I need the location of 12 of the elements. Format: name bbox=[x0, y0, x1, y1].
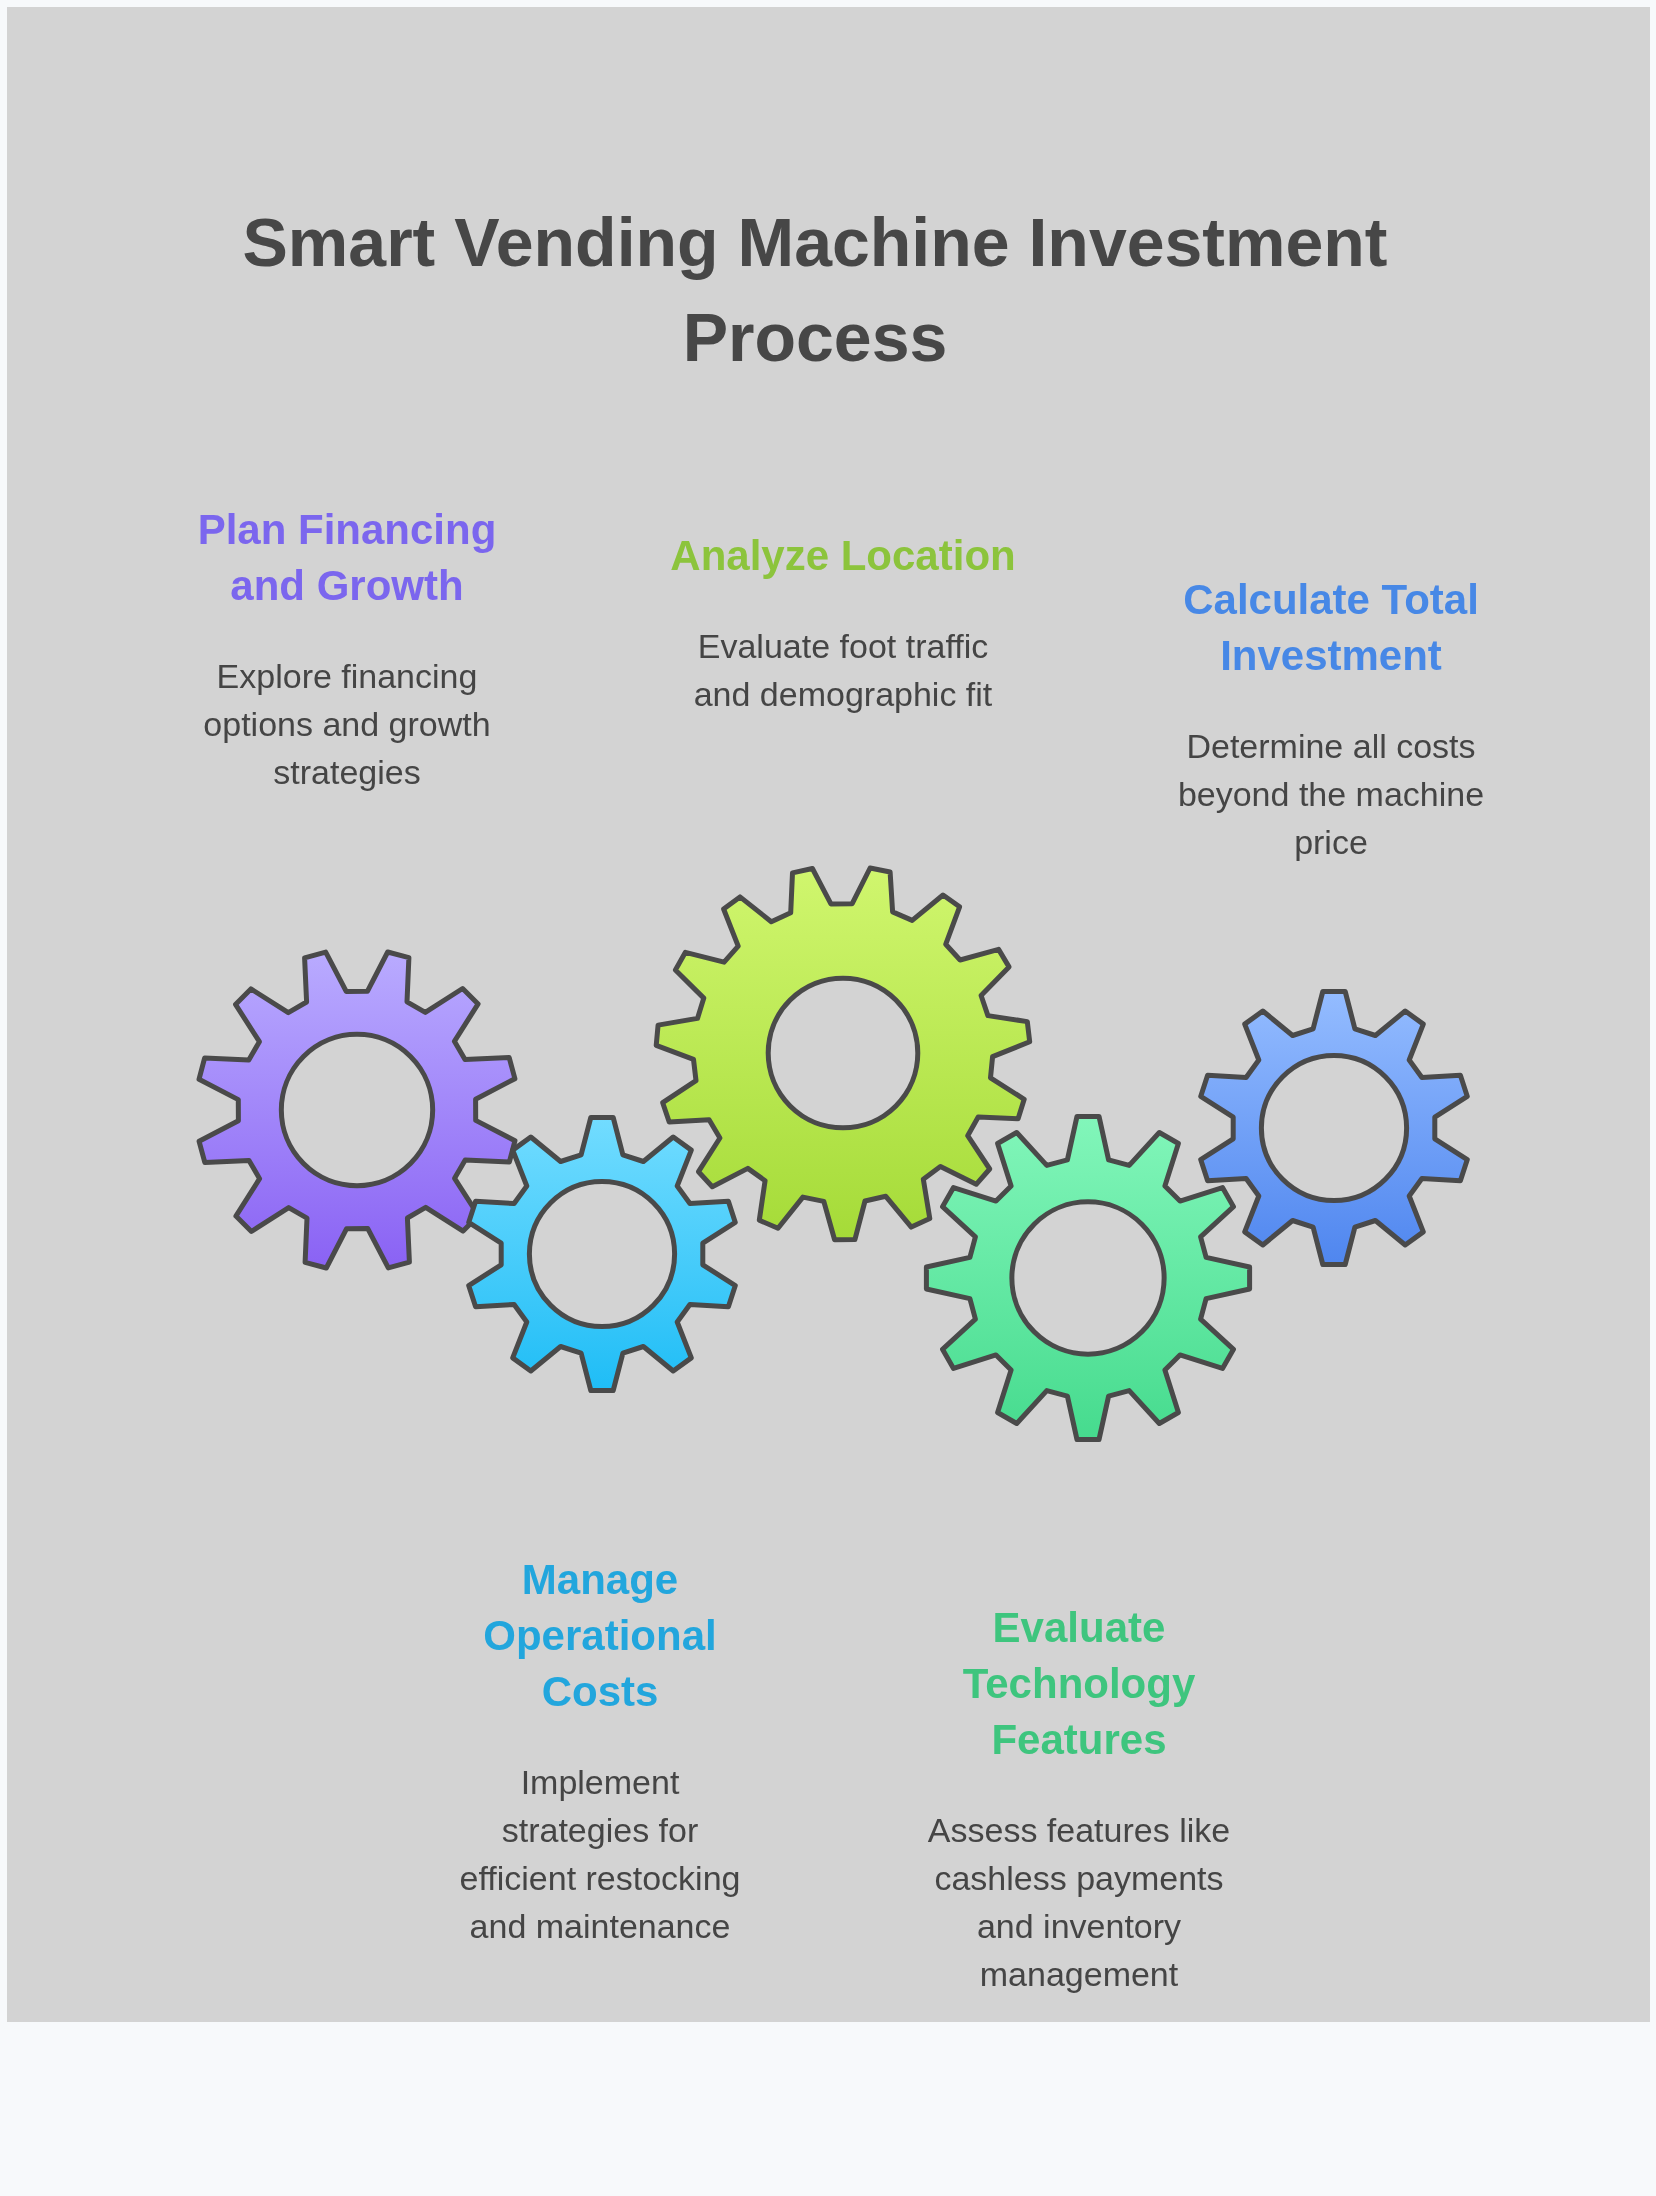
step-heading: Plan Financing and Growth bbox=[196, 505, 498, 611]
step-heading: Manage Operational Costs bbox=[482, 1555, 718, 1717]
step-description: Explore financing options and growth strategies bbox=[202, 656, 492, 793]
title: Smart Vending Machine Investment Process bbox=[241, 203, 1389, 377]
step-heading: Evaluate Technology Features bbox=[961, 1603, 1197, 1765]
step-heading: Analyze Location bbox=[670, 531, 1016, 581]
step-description: Assess features like cashless payments and inventory management bbox=[926, 1810, 1232, 1995]
step-description: Determine all costs beyond the machine price bbox=[1176, 726, 1486, 863]
step-description: Evaluate foot traffic and demographic fit bbox=[692, 626, 994, 715]
step-description: Implement strategies for efficient restocking and maintenance bbox=[458, 1762, 742, 1947]
gear bbox=[922, 1112, 1254, 1444]
step-heading: Calculate Total Investment bbox=[1182, 575, 1480, 681]
